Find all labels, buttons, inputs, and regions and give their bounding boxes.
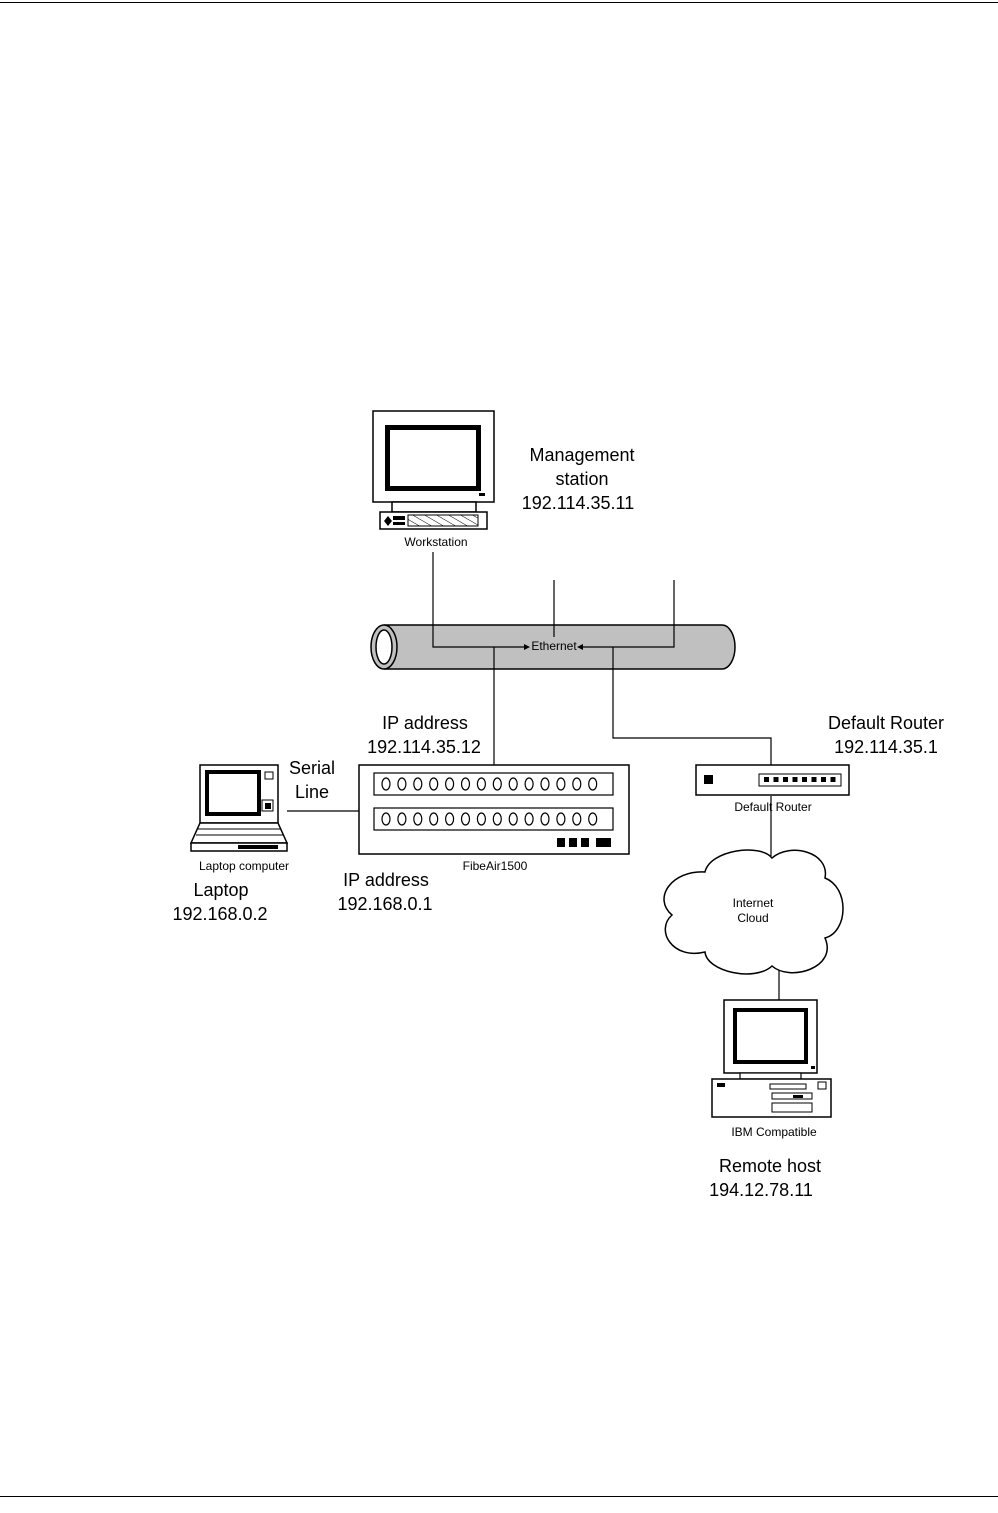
port-icon	[573, 813, 581, 825]
internet-cloud-label-line1: Internet	[733, 897, 774, 909]
router-led-icon	[812, 777, 817, 782]
port-icon	[414, 813, 422, 825]
router-icon	[696, 765, 849, 795]
port-icon	[430, 813, 438, 825]
port-icon	[382, 778, 390, 790]
serial-line-label-line1: Serial	[289, 759, 335, 777]
laptop-name: Laptop	[193, 881, 248, 899]
internet-cloud-label-line2: Cloud	[737, 912, 768, 924]
router-ip: 192.114.35.1	[834, 738, 938, 756]
port-icon	[509, 778, 517, 790]
port-icon	[589, 778, 597, 790]
fibeair-device-icon	[359, 765, 629, 854]
ibm-compatible-icon	[712, 1000, 831, 1117]
serial-line-label-line2: Line	[295, 783, 329, 801]
fibeair-upper-ip-label: IP address	[382, 714, 468, 732]
fibeair-upper-ip: 192.114.35.12	[367, 738, 481, 756]
workstation-icon	[373, 411, 494, 529]
port-icon	[446, 813, 454, 825]
router-led-icon	[764, 777, 769, 782]
router-led-icon	[802, 777, 807, 782]
laptop-device-label: Laptop computer	[199, 860, 289, 872]
port-icon	[382, 813, 390, 825]
port-icon	[573, 778, 581, 790]
port-icon	[430, 778, 438, 790]
port-icon	[414, 778, 422, 790]
fibeair-lower-ip-label: IP address	[343, 871, 429, 889]
port-icon	[477, 813, 485, 825]
fibeair-lower-ip: 192.168.0.1	[337, 895, 432, 913]
port-icon	[398, 778, 406, 790]
router-led-icon	[793, 777, 798, 782]
laptop-icon	[191, 765, 287, 851]
router-device-label: Default Router	[734, 801, 811, 813]
port-icon	[477, 778, 485, 790]
management-station-name-line1: Management	[529, 446, 634, 464]
port-icon	[525, 778, 533, 790]
remote-host-name: Remote host	[719, 1157, 821, 1175]
port-icon	[541, 813, 549, 825]
port-icon	[525, 813, 533, 825]
ethernet-label: Ethernet	[531, 640, 576, 652]
router-led-icon	[821, 777, 826, 782]
port-icon	[493, 813, 501, 825]
router-name: Default Router	[828, 714, 944, 732]
remote-host-ip: 194.12.78.11	[709, 1181, 813, 1199]
fibeair-device-label: FibeAir1500	[463, 860, 528, 872]
router-led-icon	[783, 777, 788, 782]
router-led-icon	[774, 777, 779, 782]
ibm-compatible-device-label: IBM Compatible	[731, 1126, 816, 1138]
port-icon	[541, 778, 549, 790]
port-icon	[398, 813, 406, 825]
port-icon	[493, 778, 501, 790]
port-icon	[589, 813, 597, 825]
management-station-ip: 192.114.35.11	[522, 494, 634, 512]
port-icon	[557, 813, 565, 825]
port-icon	[557, 778, 565, 790]
port-icon	[446, 778, 454, 790]
port-icon	[509, 813, 517, 825]
management-station-name-line2: station	[555, 470, 608, 488]
port-icon	[462, 778, 470, 790]
port-icon	[462, 813, 470, 825]
laptop-ip: 192.168.0.2	[172, 905, 267, 923]
workstation-device-label: Workstation	[404, 536, 467, 548]
router-led-icon	[831, 777, 836, 782]
